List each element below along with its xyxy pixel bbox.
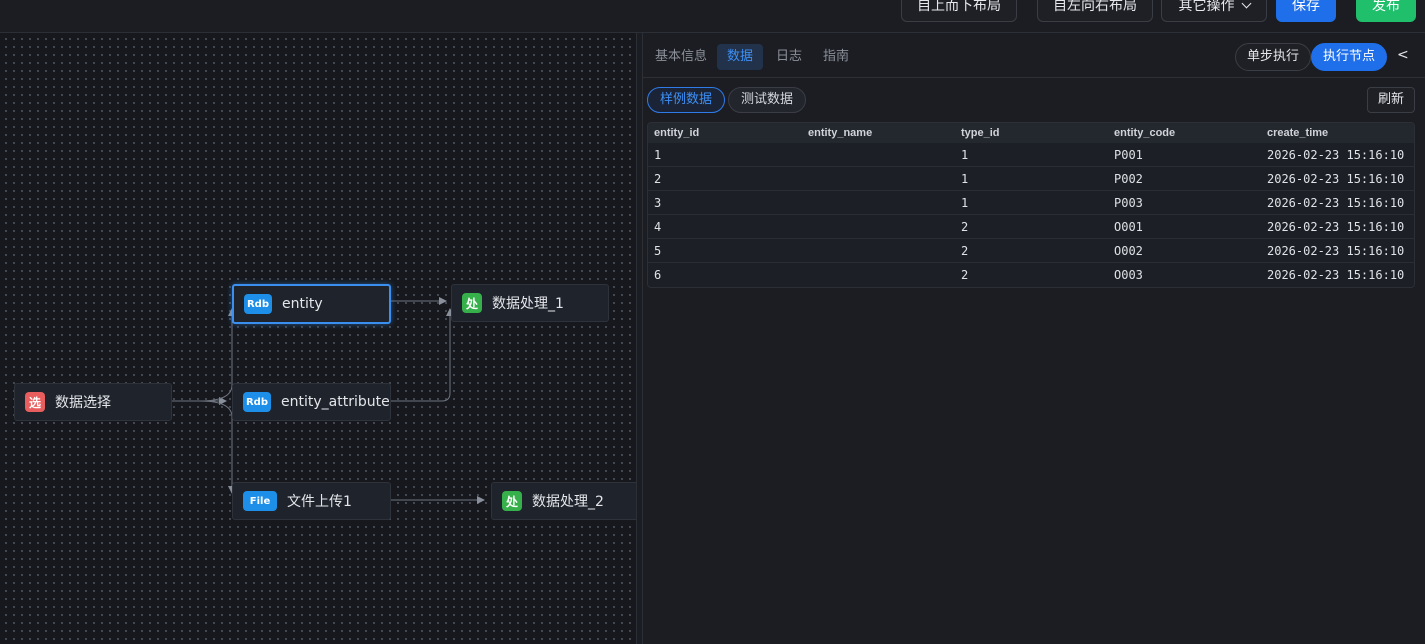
table-row[interactable]: 5 2 O002 2026-02-23 15:16:10 (648, 239, 1414, 263)
edge-select-to-file (199, 400, 236, 494)
file-badge-icon: File (243, 491, 277, 511)
table-cell: 2 (961, 244, 969, 258)
rdb-badge-icon: Rdb (243, 392, 271, 412)
process-badge-icon: 处 (462, 293, 482, 313)
refresh-button[interactable]: 刷新 (1367, 87, 1416, 113)
save-label: 保存 (1292, 0, 1320, 14)
table-cell: 5 (654, 244, 662, 258)
save-button[interactable]: 保存 (1276, 0, 1336, 22)
left-right-layout-button[interactable]: 自左向右布局 (1037, 0, 1153, 22)
column-header[interactable]: entity_code (1114, 127, 1176, 139)
table-row[interactable]: 1 1 P001 2026-02-23 15:16:10 (648, 143, 1414, 167)
panel-tabs: 基本信息 数据 日志 指南 单步执行 执行节点 < (643, 33, 1425, 78)
other-actions-label: 其它操作 (1178, 0, 1235, 14)
top-toolbar: 自上而下布局 自左向右布局 其它操作 保存 发布 (0, 0, 1425, 33)
table-cell: 4 (654, 220, 662, 234)
table-cell: 1 (961, 196, 969, 210)
table-cell: 2 (961, 268, 969, 282)
table-cell: 1 (961, 172, 969, 186)
table-cell: 3 (654, 196, 662, 210)
node-process-2[interactable]: 处 数据处理_2 (491, 482, 636, 520)
other-actions-dropdown[interactable]: 其它操作 (1161, 0, 1267, 22)
tab-data[interactable]: 数据 (717, 44, 764, 70)
table-cell: 2 (961, 220, 969, 234)
data-table: entity_id entity_name type_id entity_cod… (647, 122, 1415, 288)
table-row[interactable]: 3 1 P003 2026-02-23 15:16:10 (648, 191, 1414, 215)
panel-resize-handle[interactable] (636, 33, 643, 644)
table-cell: 1 (961, 148, 969, 162)
column-header[interactable]: entity_id (654, 127, 700, 139)
table-cell: 1 (654, 148, 662, 162)
table-cell: 6 (654, 268, 662, 282)
flow-canvas[interactable]: 选 数据选择 Rdb entity Rdb entity_attribute F… (0, 33, 636, 644)
data-subtabs: 样例数据 测试数据 刷新 (643, 78, 1425, 120)
subtab-test-data[interactable]: 测试数据 (728, 87, 807, 113)
node-label: 数据处理_2 (532, 494, 604, 510)
column-header[interactable]: entity_name (808, 127, 873, 139)
table-row[interactable]: 6 2 O003 2026-02-23 15:16:10 (648, 263, 1414, 287)
flow-edges (164, 297, 485, 504)
table-cell: P001 (1114, 148, 1143, 162)
collapse-panel-icon[interactable]: < (1397, 47, 1409, 63)
node-data-select[interactable]: 选 数据选择 (14, 383, 172, 421)
run-node-button[interactable]: 执行节点 (1311, 43, 1388, 71)
rdb-badge-icon: Rdb (244, 294, 272, 314)
left-right-layout-label: 自左向右布局 (1053, 0, 1137, 14)
table-cell: P003 (1114, 196, 1143, 210)
table-row[interactable]: 4 2 O001 2026-02-23 15:16:10 (648, 215, 1414, 239)
node-label: 数据选择 (55, 395, 111, 411)
table-cell: 2026-02-23 15:16:10 (1267, 244, 1405, 258)
table-cell: 2026-02-23 15:16:10 (1267, 268, 1405, 282)
top-down-layout-button[interactable]: 自上而下布局 (901, 0, 1017, 22)
node-label: entity (282, 296, 323, 312)
tab-guide[interactable]: 指南 (823, 49, 850, 64)
table-header: entity_id entity_name type_id entity_cod… (648, 123, 1414, 143)
table-cell: 2026-02-23 15:16:10 (1267, 172, 1405, 186)
table-cell: O001 (1114, 220, 1143, 234)
publish-label: 发布 (1372, 0, 1400, 14)
node-file-upload[interactable]: File 文件上传1 (232, 482, 391, 520)
publish-button[interactable]: 发布 (1356, 0, 1416, 22)
node-label: 文件上传1 (287, 494, 352, 510)
tab-logs[interactable]: 日志 (776, 49, 803, 64)
process-badge-icon: 处 (502, 491, 522, 511)
step-run-button[interactable]: 单步执行 (1235, 43, 1312, 71)
tab-basic-info[interactable]: 基本信息 (655, 49, 708, 64)
node-process-1[interactable]: 处 数据处理_1 (451, 284, 609, 322)
node-detail-panel: 基本信息 数据 日志 指南 单步执行 执行节点 < 样例数据 测试数据 刷新 e… (643, 33, 1425, 644)
node-label: 数据处理_1 (492, 296, 564, 312)
table-cell: 2 (654, 172, 662, 186)
edge-attribute-to-process-1 (384, 308, 454, 402)
column-header[interactable]: create_time (1267, 127, 1329, 139)
top-down-layout-label: 自上而下布局 (917, 0, 1001, 14)
table-row[interactable]: 2 1 P002 2026-02-23 15:16:10 (648, 167, 1414, 191)
select-badge-icon: 选 (25, 392, 45, 412)
edge-select-to-entity (199, 308, 236, 402)
table-cell: 2026-02-23 15:16:10 (1267, 220, 1405, 234)
node-label: entity_attribute (281, 394, 390, 410)
table-cell: O002 (1114, 244, 1143, 258)
table-cell: P002 (1114, 172, 1143, 186)
chevron-down-icon (1241, 0, 1251, 9)
node-entity[interactable]: Rdb entity (232, 284, 391, 324)
node-entity-attribute[interactable]: Rdb entity_attribute (232, 383, 391, 421)
table-cell: 2026-02-23 15:16:10 (1267, 148, 1405, 162)
table-cell: O003 (1114, 268, 1143, 282)
table-cell: 2026-02-23 15:16:10 (1267, 196, 1405, 210)
subtab-sample-data[interactable]: 样例数据 (647, 87, 726, 113)
column-header[interactable]: type_id (961, 127, 1000, 139)
